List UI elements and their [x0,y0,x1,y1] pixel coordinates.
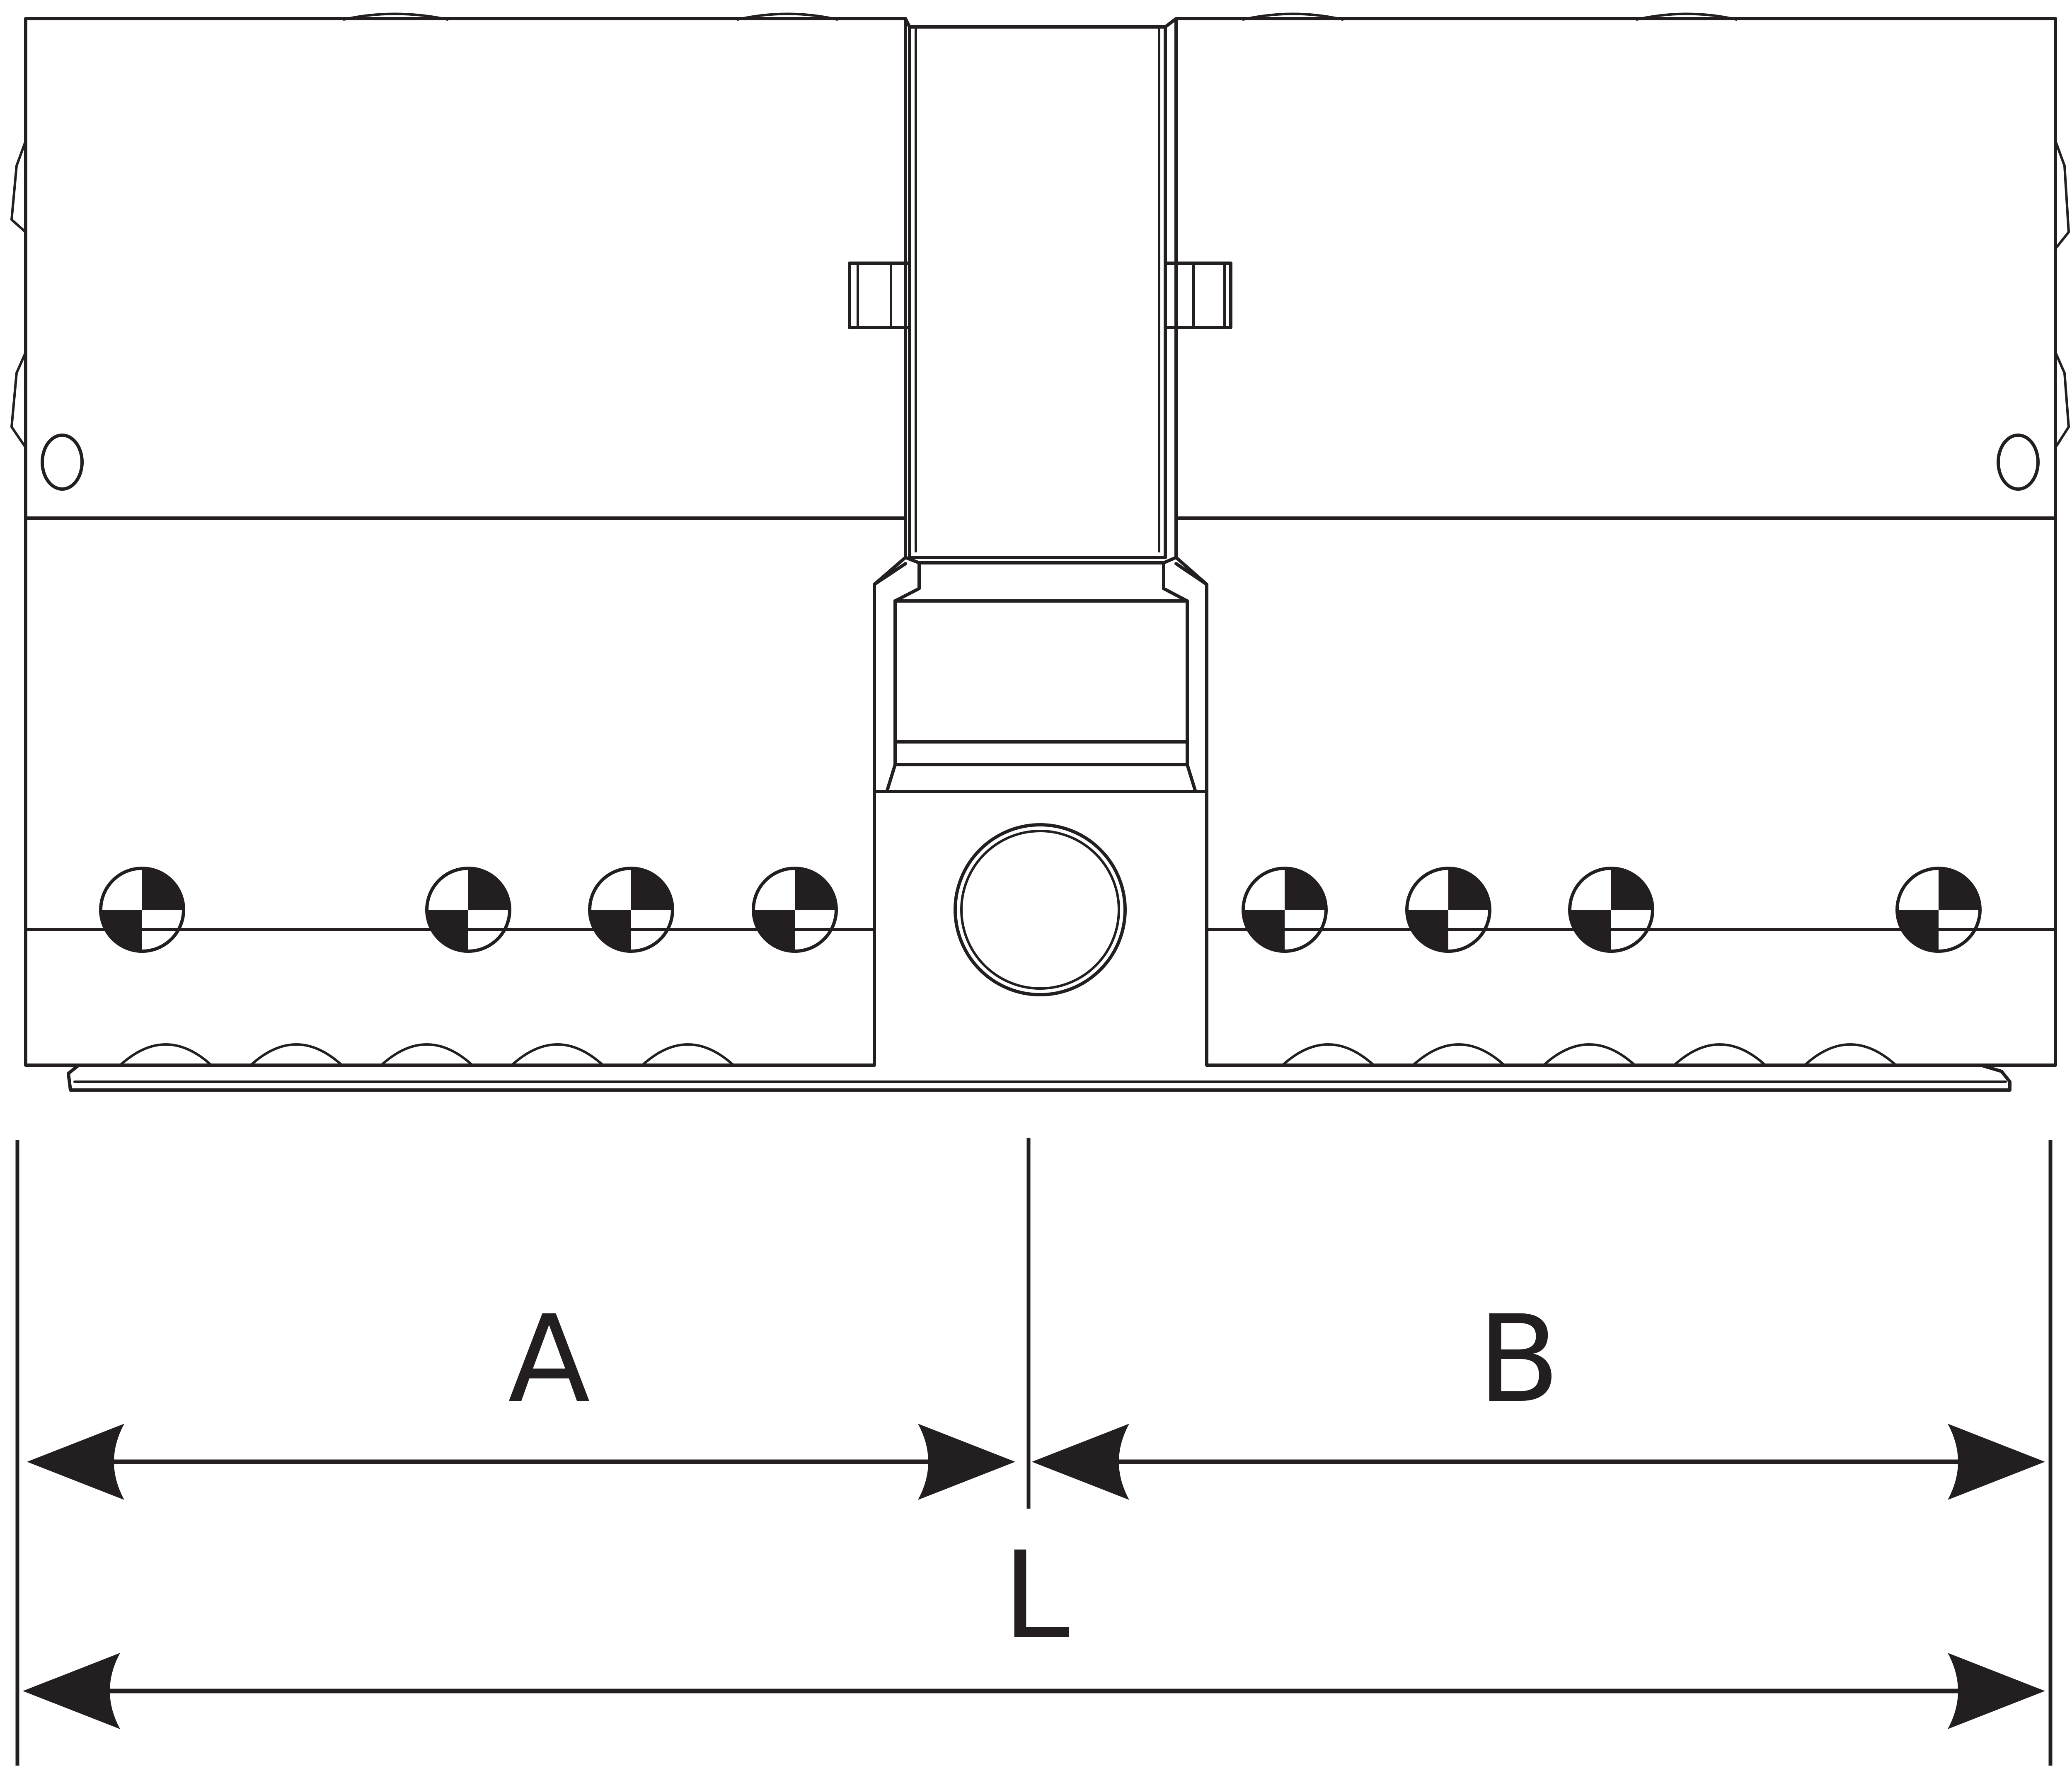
arrowhead-right-icon [1948,1653,2045,1729]
pin-marker [1895,867,1982,953]
dimension-b [1032,1424,2045,1500]
dimension-label-l: L [1002,1526,1070,1666]
dimension-label-a: A [508,1290,591,1429]
right-oval-hole [1997,434,2040,491]
pin-marker [99,867,185,953]
pin-marker [1405,867,1491,953]
arrowhead-right-icon [1948,1424,2045,1500]
left-tab [848,262,911,329]
top-bump [736,12,838,21]
top-bump [1242,12,1344,21]
arrowhead-left-icon [23,1653,120,1729]
left-oval-hole [41,434,84,491]
right-side-notch [2054,140,2070,250]
fixing-screw-hole [954,823,1127,996]
dimension-a [27,1424,1015,1500]
pin-marker [752,867,838,953]
arrowhead-left-icon [27,1424,124,1500]
right-tab [1164,262,1232,329]
lock-cylinder [10,12,2070,1092]
pin-marker [425,867,511,953]
pin-marker [1568,867,1654,953]
fixing-screw-hole-inner [960,830,1120,990]
pin-marker [588,867,674,953]
dimension-label-b: B [1478,1290,1560,1429]
top-bump [343,12,449,21]
left-side-notch [10,140,27,233]
arrowhead-left-icon [1032,1424,1129,1500]
pin-markers [99,867,1982,953]
pin-marker [1242,867,1328,953]
key-blade [67,1043,2011,1092]
right-side-notch [2054,351,2070,449]
dimension-lines: A B L [15,1138,2053,1766]
arrowhead-right-icon [918,1424,1015,1500]
dimension-l [23,1653,2045,1729]
cam-lug-frame [873,562,1208,793]
left-side-notch [10,351,27,449]
top-bump [1636,12,1738,21]
cam-column [893,17,1189,603]
